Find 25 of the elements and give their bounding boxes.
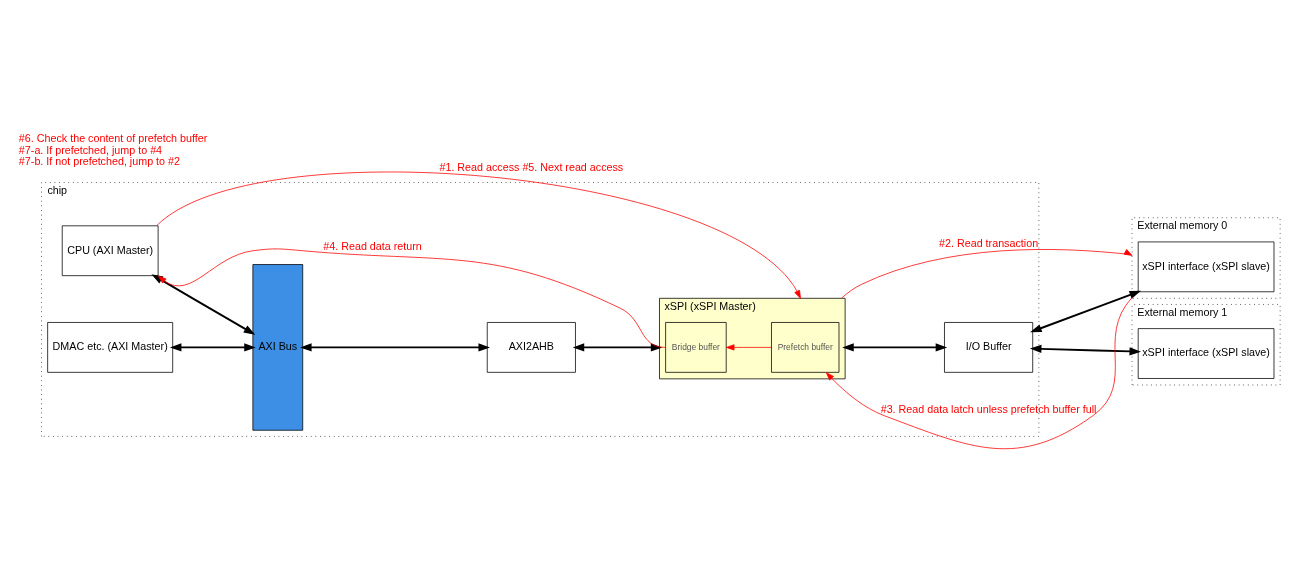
edge-label: #1. Read access #5. Next read access [439,160,624,173]
arrow [841,248,1133,299]
node-box: Prefetch buffer [771,321,840,373]
label: #6. Check the content of prefetch buffer [18,131,208,144]
node-box: DMAC etc. (AXI Master) [47,321,174,373]
arrow [1029,344,1142,355]
arrow [156,171,801,299]
node-box: AXI2AHB [486,321,576,373]
arrow [300,342,490,351]
arrow [158,248,666,348]
edge-label: #3. Read data latch unless prefetch buffer full [880,402,1097,415]
node-box: AXI Bus [252,263,304,431]
node-box: CPU (AXI Master) [61,224,159,276]
node-box: xSPI interface (xSPI slave) [1137,327,1275,379]
arrow [825,296,1133,449]
label: #7-a. If prefetched, jump to #4 [18,143,163,156]
node-box: Bridge buffer [665,321,727,373]
arrow [842,342,948,351]
node-box: I/O Buffer [944,321,1034,373]
arrow [169,342,256,351]
arrow [726,343,772,350]
edge-label: #4. Read data return [323,239,422,252]
edge-label: #2. Read transaction [939,236,1039,249]
arrow [1030,290,1142,332]
node-box: xSPI interface (xSPI slave) [1137,241,1275,292]
